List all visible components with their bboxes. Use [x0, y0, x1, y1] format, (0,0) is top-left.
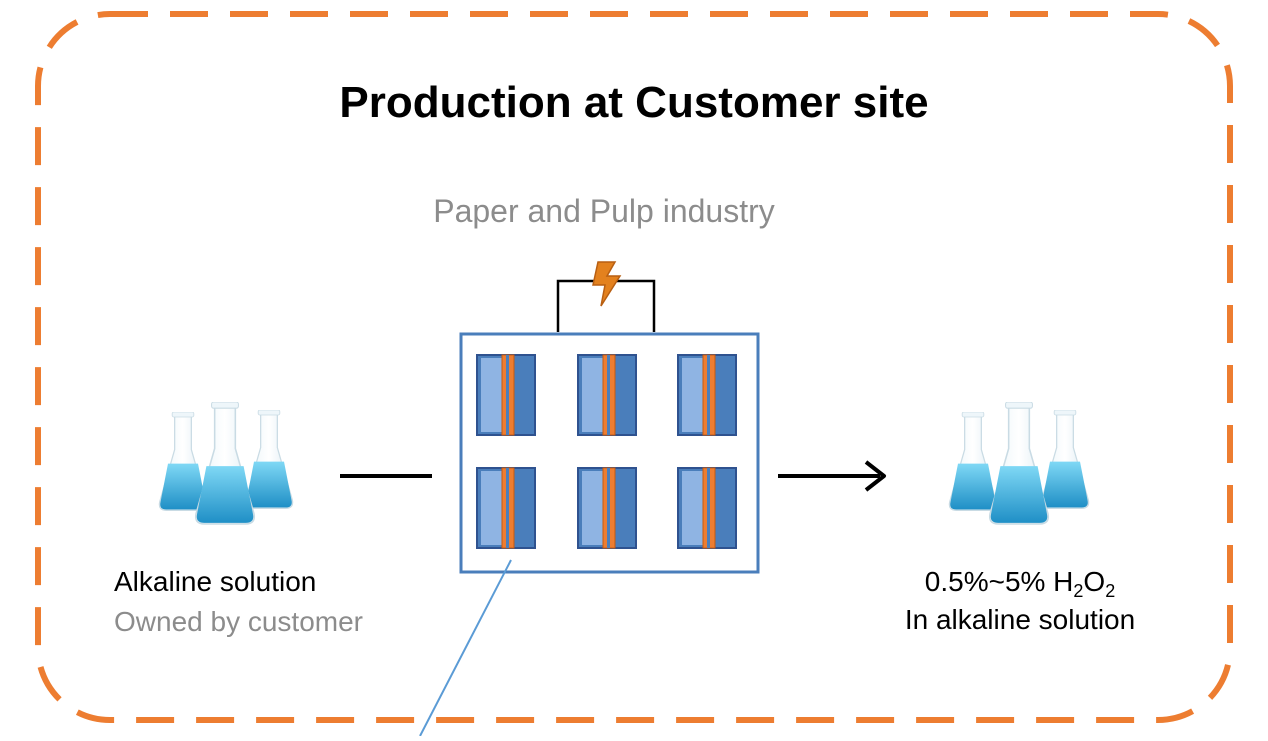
pointer-line: [419, 559, 512, 737]
input-owner-label: Owned by customer: [114, 606, 363, 637]
subscript-b: 2: [1105, 581, 1116, 601]
output-flasks-icon: [948, 402, 1090, 525]
electrolyzer-cell-1: [476, 354, 536, 436]
lightning-icon: [592, 261, 622, 307]
input-label: Alkaline solution: [114, 566, 317, 597]
electrolyzer-cell-6: [677, 467, 737, 549]
subscript-a: 2: [1073, 581, 1084, 601]
output-arrow: [778, 460, 886, 492]
electrolyzer-cell-5: [577, 467, 637, 549]
concentration-prefix: 0.5%~5% H: [924, 566, 1074, 597]
industry-subtitle: Paper and Pulp industry: [433, 193, 775, 229]
dashed-frame: [35, 11, 1233, 723]
input-flasks-icon: [158, 402, 294, 525]
formula-mid: O: [1083, 566, 1106, 597]
electrolyzer-cell-3: [677, 354, 737, 436]
diagram-title: Production at Customer site: [339, 78, 929, 127]
electrolyzer-cells: [476, 354, 737, 549]
output-label: In alkaline solution: [904, 604, 1136, 635]
electrolyzer-cell-2: [577, 354, 637, 436]
output-concentration-label: 0.5%~5% H2O2: [870, 566, 1170, 601]
electrolyzer-cell-4: [476, 467, 536, 549]
